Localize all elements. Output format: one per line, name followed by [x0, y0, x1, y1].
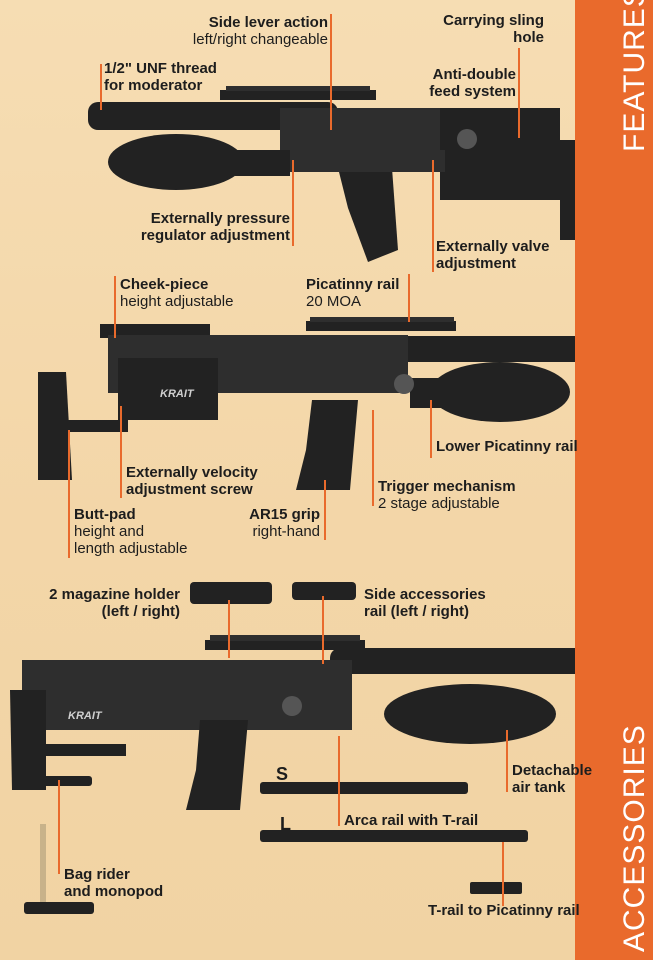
callout-line [518, 96, 520, 134]
stock-brand-text: KRAIT [160, 388, 194, 400]
callout-line [228, 600, 230, 658]
callout-line [430, 400, 432, 458]
label-rail-l: L [280, 814, 291, 834]
label-t-rail-to-picatinny: T-rail to Picatinny rail [428, 902, 580, 919]
callout-line [58, 780, 60, 874]
arca-rail-long [260, 830, 528, 842]
label-rail-s: S [276, 764, 289, 784]
label-lower-picatinny-rail: Lower Picatinny rail [436, 438, 578, 455]
arca-rail-short [260, 782, 468, 794]
callout-line [506, 730, 508, 792]
bag-rider-monopod-part [24, 776, 94, 914]
callout-line [114, 276, 116, 338]
callout-line [518, 48, 520, 138]
section-sidebar [575, 0, 653, 960]
side-accessory-rail-part [292, 582, 356, 600]
callout-line [292, 160, 294, 246]
section-title-features: FEATURES [618, 0, 651, 152]
callout-line [330, 14, 332, 130]
section-title-accessories: ACCESSORIES [618, 724, 651, 952]
callout-line [100, 64, 102, 110]
callout-line [322, 596, 324, 664]
callout-line [408, 274, 410, 322]
callout-line [68, 430, 70, 558]
magazine-holder-part [190, 582, 272, 604]
callout-line [120, 406, 122, 498]
label-magazine-holder: 2 magazine holder(left / right) [49, 586, 180, 620]
t-rail-adapter [470, 882, 522, 894]
callout-line [324, 480, 326, 540]
callout-line [502, 842, 504, 906]
callout-line [338, 736, 340, 826]
rifle-side-view-bottom [10, 635, 615, 810]
label-arca-rail: Arca rail with T-rail [344, 812, 479, 829]
callout-line [372, 410, 374, 506]
stock-brand-text: KRAIT [68, 710, 102, 722]
callout-line [432, 160, 434, 272]
rifle-side-view-top [88, 86, 580, 262]
